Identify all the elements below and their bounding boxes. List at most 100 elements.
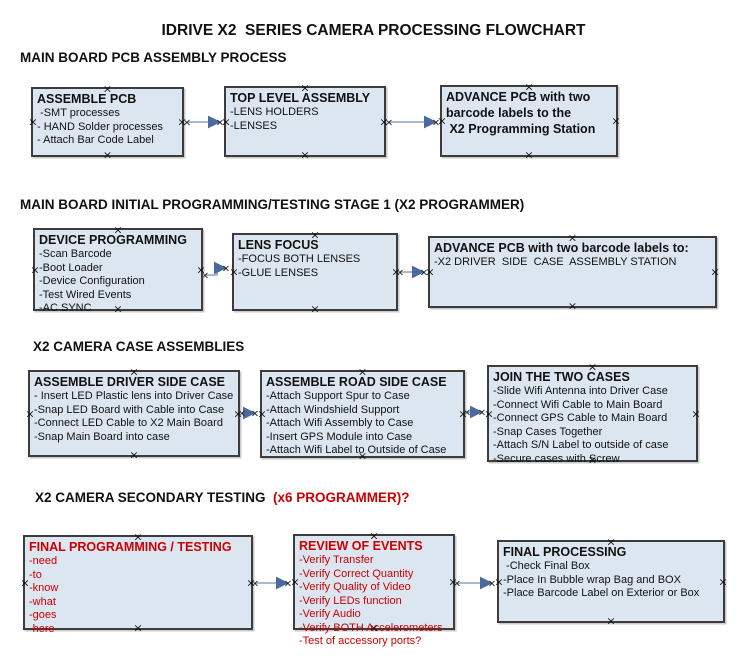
flow-box-review-of-events: REVIEW OF EVENTS-Verify Transfer-Verify … [290,529,458,648]
box-step-text: -Secure cases with Screw [493,452,620,465]
box-step-text: -Check Final Box [503,560,590,572]
connection-point-left-icon: × [437,114,447,128]
connection-point-right-icon: × [691,407,701,420]
flow-arrow [205,261,227,276]
box-step-text: -Scan Barcode [39,248,112,260]
connection-point-right-icon: × [391,265,401,279]
box-title: ADVANCE PCB with two [446,90,591,104]
box-step-text: -Place Barcode Label on Exterior or Box [503,587,700,599]
box-step-text: -Verify Audio [299,608,361,620]
flow-box-assemble-road-side-case: ASSEMBLE ROAD SIDE CASE-Attach Support S… [257,365,468,462]
connection-point-bottom-icon: × [369,621,379,635]
connection-point-right-icon: × [458,407,468,421]
box-step-text: -Boot Loader [39,261,103,274]
box-step-text: -Attach Wifi Label to Outside of Case [266,444,447,456]
connection-point-top-icon: × [133,530,143,544]
section-header-text: MAIN BOARD INITIAL PROGRAMMING/TESTING S… [20,197,525,212]
connection-point-right-icon: × [448,575,458,589]
connection-point-bottom-icon: × [606,614,616,628]
box-step-text: -Attach Support Spur to Case [266,390,410,402]
connection-point-right-icon: × [611,114,621,128]
connection-point-bottom-icon: × [133,621,143,635]
connection-point-bottom-icon: × [587,453,598,467]
connection-point-left-icon: × [30,263,40,276]
flow-box-device-programming: DEVICE PROGRAMMING-Scan Barcode-Boot Loa… [30,223,206,315]
box-step-text: -Attach Windshield Support [266,403,400,416]
connection-point-bottom-icon: × [310,302,320,316]
connection-point-top-icon: × [310,228,320,242]
connection-point-top-icon: × [369,529,379,543]
connection-point-left-icon: × [425,265,435,279]
box-step-text: -Snap Cases Together [493,425,603,438]
box-step-text: -Attach Wifi Assembly to Case [266,417,414,429]
section-header-text: X2 CAMERA CASE ASSEMBLIES [33,339,245,354]
box-title: DEVICE PROGRAMMING [39,233,187,247]
connection-point-right-icon: × [233,407,243,420]
box-step-text: -Test Wired Events [39,288,132,301]
box-step-text: -need [29,555,58,567]
connection-point-right-icon: × [177,115,187,129]
connection-point-right-icon: × [246,576,256,589]
box-step-text: -Connect LED Cable to X2 Main Board [34,417,223,429]
box-step-text: -FOCUS BOTH LENSES [238,253,361,265]
box-step-text: - HAND Solder processes [37,120,163,133]
connection-point-top-icon: × [357,365,368,379]
connection-point-bottom-icon: × [357,449,368,463]
box-step-text: -Insert GPS Module into Case [266,430,413,443]
section-header-text: (x6 PROGRAMMER)? [273,490,410,505]
flow-box-lens-focus: LENS FOCUS-FOCUS BOTH LENSES-GLUE LENSES… [229,228,401,315]
box-step-text: -LENS HOLDERS [230,106,319,118]
flow-box-join-the-two-cases: JOIN THE TWO CASES-Slide Wifi Antenna in… [484,360,701,466]
box-step-text: -Verify Correct Quantity [299,567,414,580]
box-step-text: -Attach S/N Label to outside of case [493,439,669,451]
box-title: barcode labels to the [446,106,572,120]
box-step-text: -Test of accessory ports? [299,635,422,647]
box-step-text: -Snap Main Board into case [34,430,170,443]
connection-point-bottom-icon: × [102,148,113,162]
box-step-text: -Verify Quality of Video [299,581,411,593]
connection-point-top-icon: × [102,82,113,96]
box-step-text: -Verify LEDs function [299,594,402,607]
box-title: FINAL PROCESSING [503,545,627,559]
section-header: MAIN BOARD PCB ASSEMBLY PROCESS [20,50,287,65]
box-step-text: -Slide Wifi Antenna into Driver Case [493,385,668,397]
box-step-text: -X2 DRIVER SIDE CASE ASSEMBLY STATION [434,256,677,268]
connection-point-top-icon: × [113,223,123,237]
flow-box-final-programming-testing: FINAL PROGRAMMING / TESTING-need-to-know… [20,530,256,635]
box-title: TOP LEVEL ASSEMBLY [230,91,371,105]
section-header: X2 CAMERA CASE ASSEMBLIES [33,339,244,354]
box-step-text: -to [29,568,42,581]
box-step-text: -Connect Wifi Cable to Main Board [493,398,663,411]
connection-point-top-icon: × [300,81,310,95]
flow-box-final-processing: FINAL PROCESSING -Check Final Box -Place … [494,535,728,627]
connection-point-top-icon: × [606,535,616,549]
connection-point-right-icon: × [718,575,728,588]
connection-point-bottom-icon: × [567,299,578,313]
connection-point-left-icon: × [20,576,30,589]
page-title: IDRIVE X2 SERIES CAMERA PROCESSING FLOWC… [161,22,586,39]
connection-point-bottom-icon: × [129,448,139,462]
box-title: REVIEW OF EVENTS [299,539,423,553]
connection-point-bottom-icon: × [524,148,534,162]
box-step-text: -Verify BOTH Accelerometers [299,621,443,634]
box-title: LENS FOCUS [238,238,319,252]
box-step-text: -what [29,595,56,608]
box-step-text: - Attach Bar Code Label [37,134,154,146]
box-title: ASSEMBLE DRIVER SIDE CASE [34,375,226,389]
connection-point-left-icon: × [484,407,494,420]
box-step-text: -AC SYNC [39,302,92,314]
flow-box-advance-pcb-to-programming-station: ADVANCE PCB with two barcode labels to th… [437,80,621,161]
box-title: ADVANCE PCB with two barcode labels to: [434,241,689,255]
connection-point-top-icon: × [587,360,598,374]
connection-point-left-icon: × [494,575,504,588]
box-title: X2 Programming Station [446,122,596,136]
flow-box-advance-pcb-to-driver-side-station: ADVANCE PCB with two barcode labels to:-… [425,233,719,312]
box-step-text: -Verify Transfer [299,554,374,566]
section-header-text: X2 CAMERA SECONDARY TESTING [35,490,274,505]
flow-box-assemble-pcb: ASSEMBLE PCB -SMT processes- HAND Solder… [28,82,187,161]
connection-point-right-icon: × [196,263,206,276]
connection-point-left-icon: × [28,115,38,129]
connection-point-top-icon: × [524,80,534,94]
box-title: ASSEMBLE PCB [37,92,137,106]
